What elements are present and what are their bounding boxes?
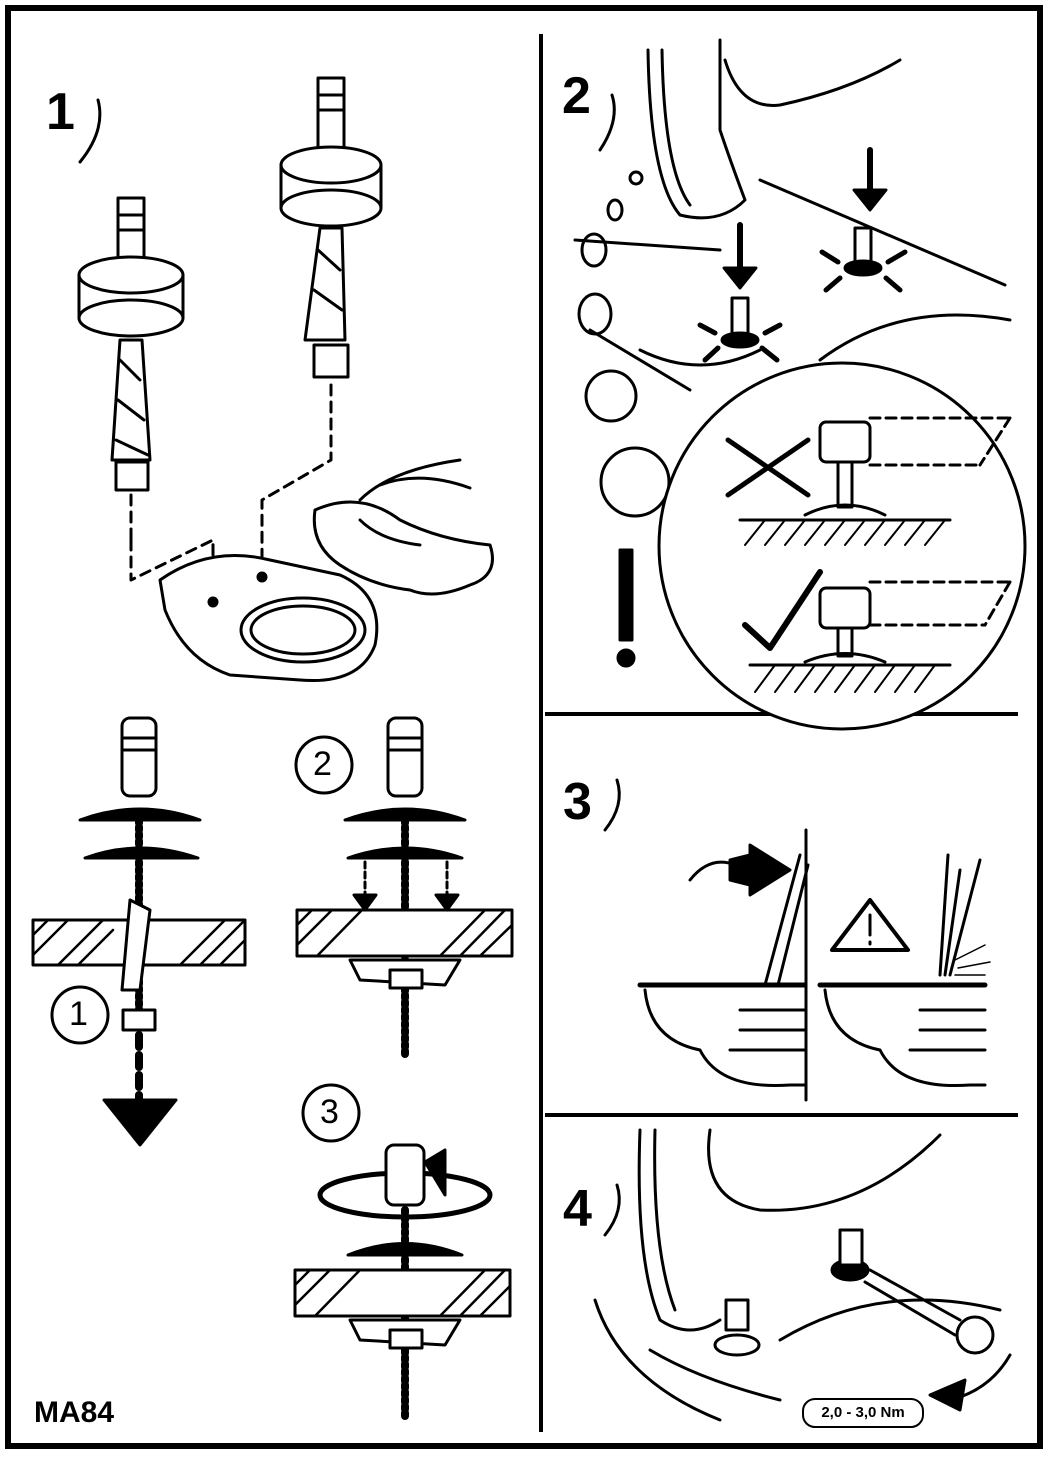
- step-number-1: 1: [46, 83, 75, 141]
- assembly-step-1: [31, 716, 247, 1147]
- assembly-step-2: [295, 716, 514, 1062]
- panel-2: [573, 38, 1027, 731]
- panel-1: [31, 76, 514, 1422]
- wrench-illustration: [830, 1228, 995, 1355]
- bolt-right-illustration: [129, 76, 383, 602]
- peg-right: [819, 226, 908, 293]
- substep-number-3: 3: [320, 1093, 339, 1131]
- caution-exclamation-icon: [616, 548, 636, 668]
- rotate-arrow-icon: [928, 1353, 1012, 1412]
- seat-correct: [637, 843, 810, 1088]
- substep-number-1: 1: [69, 995, 88, 1033]
- cross-mark-icon: [725, 437, 811, 498]
- step-number-2: 2: [562, 67, 591, 125]
- progress-dots: [577, 170, 671, 518]
- peg-left: [697, 296, 783, 363]
- seat-warning: [817, 853, 991, 1088]
- substep-number-2: 2: [313, 745, 332, 783]
- detail-right: [742, 569, 1012, 693]
- panel-3: [603, 778, 991, 1102]
- model-code: MA84: [34, 1396, 115, 1429]
- step-number-3: 3: [563, 773, 592, 831]
- hand-cloth-illustration: [312, 458, 494, 596]
- panel-4: [593, 1128, 1012, 1422]
- assembly-step-3: [293, 1143, 512, 1422]
- check-mark-icon: [742, 569, 823, 651]
- toilet-bowl-illustration: [158, 554, 379, 683]
- detail-wrong: [725, 416, 1012, 546]
- bolt-left-illustration: [77, 196, 185, 542]
- bolt-head-left: [713, 1298, 761, 1357]
- step-number-4: 4: [563, 1180, 592, 1238]
- down-arrow-icon: [722, 147, 888, 290]
- panel-frame: [5, 5, 1043, 1449]
- torque-spec-badge: 2,0 - 3,0 Nm: [802, 1398, 924, 1428]
